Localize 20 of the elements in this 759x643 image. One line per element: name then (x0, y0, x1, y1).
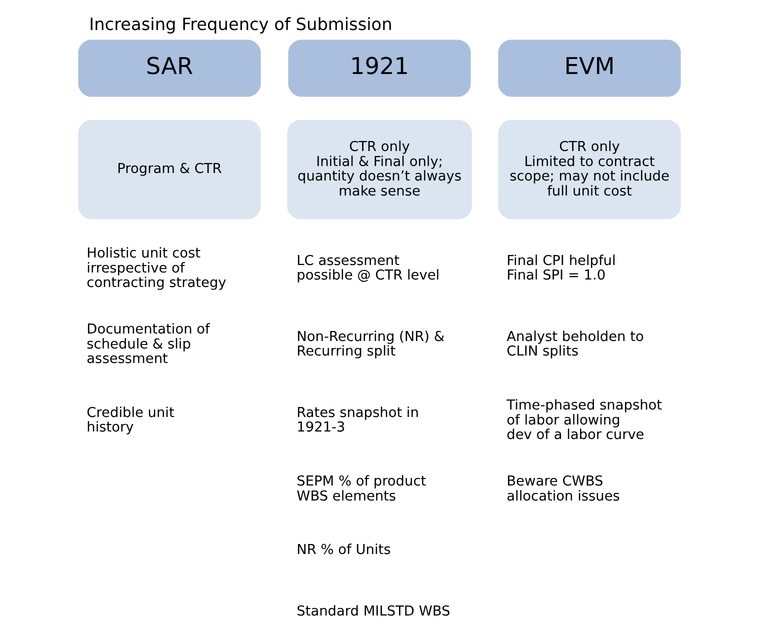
label: NR % of Units (296, 542, 391, 558)
label: Non-Recurring (NR) & Recurring split (296, 328, 445, 360)
label: Final CPI helpful Final SPI = 1.0 (506, 252, 616, 284)
label: SEPM % of product WBS elements (296, 473, 426, 504)
node-box: CTR only Initial & Final only; quantity doesn’t always make sense (287, 120, 472, 220)
label: Standard MILSTD WBS (296, 603, 450, 620)
node-box: 1921 (288, 40, 471, 97)
label: LC assessment possible @ CTR level (296, 252, 440, 284)
label: Holistic unit cost irrespective of contracting strategy (86, 246, 226, 292)
node-box: CTR only Limited to contract scope; may not include full unit cost (498, 120, 681, 220)
label: Rates snapshot in 1921-3 (296, 404, 419, 436)
node-box: Program & CTR (78, 120, 261, 220)
label: Time-phased snapshot of labor allowing dev of a labor curve (506, 398, 662, 444)
label: Documentation of schedule & slip assessment (86, 322, 210, 368)
node-box: SAR (78, 40, 261, 97)
label: Beware CWBS allocation issues (506, 473, 620, 504)
diagram-title: Increasing Frequency of Submission (89, 14, 392, 34)
label: Analyst beholden to CLIN splits (506, 328, 644, 360)
node-box: EVM (498, 40, 681, 97)
label: Credible unit history (86, 404, 174, 436)
